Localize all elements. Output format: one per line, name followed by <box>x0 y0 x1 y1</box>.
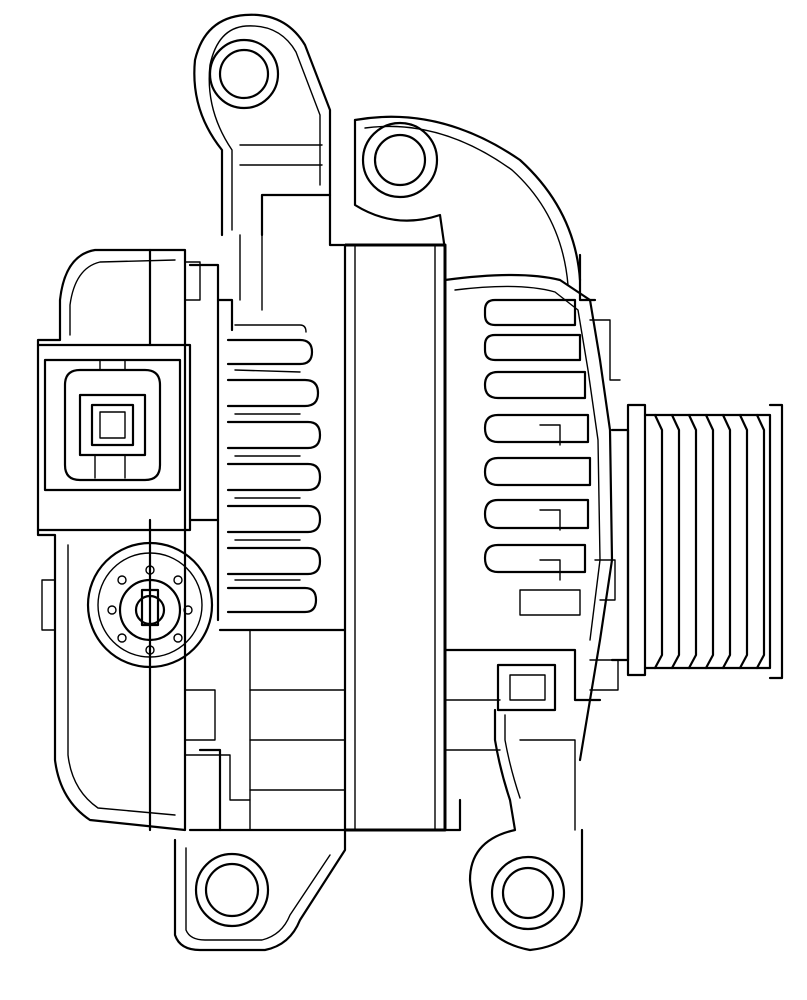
b-terminal-post <box>86 541 214 669</box>
rear-cover <box>36 248 216 832</box>
serpentine-pulley <box>610 403 784 680</box>
front-cooling-fins <box>483 298 592 616</box>
rear-cooling-fins <box>226 324 322 614</box>
electrical-connector <box>36 343 192 532</box>
rear-housing <box>184 193 347 832</box>
upper-right-mounting-ear <box>353 115 582 286</box>
lower-left-mounting-ear <box>173 828 347 952</box>
stator-band <box>345 243 447 832</box>
lower-right-mounting-ear <box>468 663 584 952</box>
upper-left-mounting-ear <box>193 13 332 237</box>
front-housing <box>443 248 621 832</box>
